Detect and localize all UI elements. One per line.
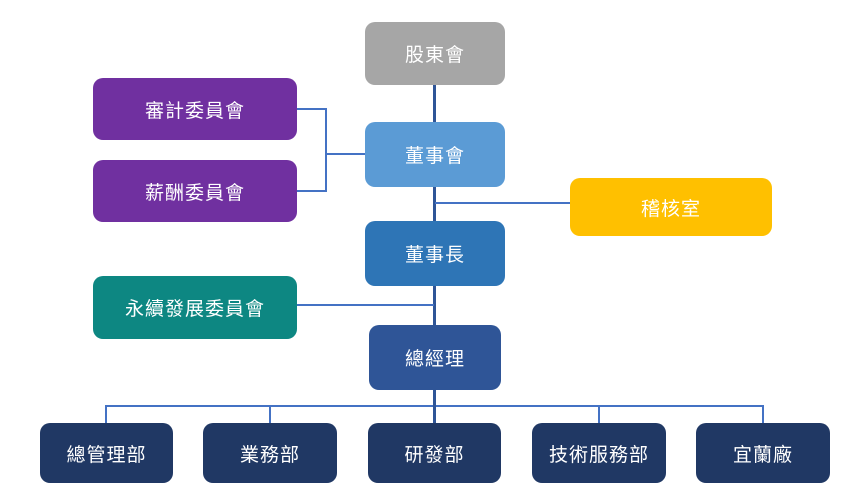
node-audit-office-label: 稽核室 xyxy=(640,198,701,220)
node-technical-service-dept: 技術服務部 xyxy=(532,423,666,483)
connector-compensation-committee-branch xyxy=(297,190,327,192)
node-business-dept: 業務部 xyxy=(203,423,337,483)
connector-drop-general-management xyxy=(105,405,107,423)
node-general-management-dept-label: 總管理部 xyxy=(66,444,147,466)
connector-bracket-board xyxy=(325,153,365,155)
node-shareholders: 股東會 xyxy=(365,22,505,85)
node-general-manager-label: 總經理 xyxy=(404,349,465,370)
connector-board-chairman xyxy=(433,187,436,222)
connector-general-manager-bus xyxy=(433,390,436,406)
node-rd-dept-label: 研發部 xyxy=(404,444,465,466)
node-yilan-plant-label: 宜蘭廠 xyxy=(732,444,793,466)
node-board-label: 董事會 xyxy=(404,146,465,167)
connector-drop-rd xyxy=(433,405,436,423)
node-audit-office: 稽核室 xyxy=(570,178,772,236)
node-chairman-label: 董事長 xyxy=(404,245,465,266)
node-yilan-plant: 宜蘭廠 xyxy=(696,423,830,483)
node-shareholders-label: 股東會 xyxy=(404,45,465,66)
connector-drop-business xyxy=(269,405,271,423)
connector-chairman-general-manager xyxy=(433,286,436,326)
connector-shareholders-board xyxy=(433,85,436,123)
connector-drop-technical-service xyxy=(598,405,600,423)
node-audit-committee: 審計委員會 xyxy=(93,78,297,140)
connector-committee-bracket xyxy=(325,108,327,192)
node-business-dept-label: 業務部 xyxy=(239,444,300,466)
node-rd-dept: 研發部 xyxy=(368,423,501,483)
node-esg-committee-label: 永續發展委員會 xyxy=(124,299,265,320)
node-general-manager: 總經理 xyxy=(369,325,501,390)
node-board: 董事會 xyxy=(365,122,505,187)
connector-esg-general-manager xyxy=(294,304,434,306)
node-esg-committee: 永續發展委員會 xyxy=(93,276,297,339)
node-compensation-committee-label: 薪酬委員會 xyxy=(144,182,245,204)
node-general-management-dept: 總管理部 xyxy=(40,423,173,483)
connector-audit-committee-branch xyxy=(297,108,327,110)
node-compensation-committee: 薪酬委員會 xyxy=(93,160,297,222)
node-audit-committee-label: 審計委員會 xyxy=(144,100,245,122)
node-technical-service-dept-label: 技術服務部 xyxy=(548,444,649,466)
connector-board-audit-office xyxy=(435,202,571,204)
connector-drop-yilan xyxy=(762,405,764,423)
node-chairman: 董事長 xyxy=(365,221,505,286)
